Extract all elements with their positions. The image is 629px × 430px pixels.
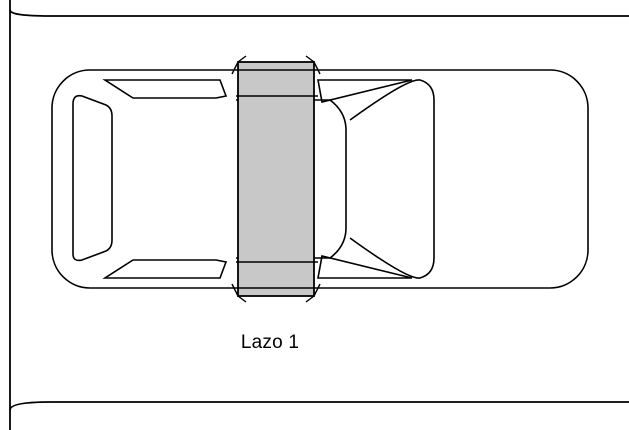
road-top-edge <box>9 0 629 17</box>
road-bottom-edge <box>9 401 629 430</box>
car <box>51 69 589 289</box>
rear-side-window-top <box>102 79 228 99</box>
front-side-window-bottom <box>317 255 413 279</box>
car-body <box>51 69 589 289</box>
loop-label: Lazo 1 <box>240 332 300 353</box>
loop-1-area <box>237 61 315 297</box>
car-outline-over-loop <box>238 69 314 289</box>
rear-side-window-bottom <box>102 259 228 279</box>
loop-1-bottom-ticks <box>231 283 321 303</box>
road-outline <box>9 0 629 430</box>
roof-panel <box>236 99 347 259</box>
loop-1-top-ticks <box>231 55 321 75</box>
rear-window <box>72 94 113 262</box>
loop-1 <box>231 55 321 303</box>
windshield <box>349 79 435 279</box>
front-side-window-top <box>317 79 413 103</box>
